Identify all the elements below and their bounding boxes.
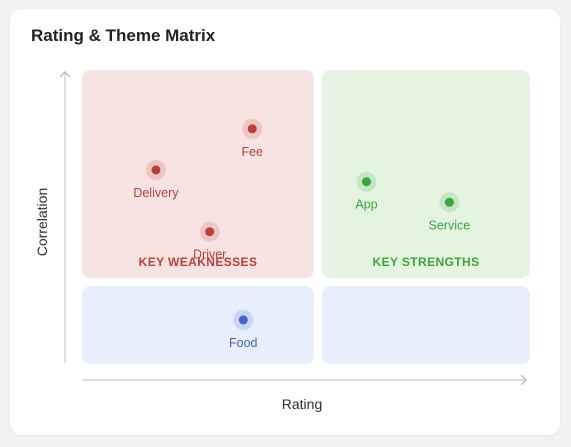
point-marker xyxy=(238,315,248,325)
data-point-fee[interactable]: Fee xyxy=(241,118,263,159)
data-point-delivery[interactable]: Delivery xyxy=(133,159,179,200)
data-point-app[interactable]: App xyxy=(355,171,378,212)
point-marker xyxy=(444,197,454,207)
point-marker xyxy=(151,165,161,175)
quadrant-bottom-right xyxy=(322,286,530,364)
quadrant-top-left xyxy=(82,70,314,278)
x-axis-label: Rating xyxy=(282,396,322,412)
point-marker xyxy=(205,227,215,237)
quadrant-bottom-left xyxy=(82,286,314,364)
data-point-food[interactable]: Food xyxy=(229,309,258,350)
point-label: Fee xyxy=(241,145,263,159)
point-label: Driver xyxy=(193,248,226,262)
point-label: Food xyxy=(229,336,258,350)
point-marker xyxy=(247,124,257,134)
data-point-driver[interactable]: Driver xyxy=(193,221,226,262)
point-label: Delivery xyxy=(133,186,179,200)
point-label: Service xyxy=(429,218,471,232)
point-marker xyxy=(361,177,371,187)
quadrant-label: KEY STRENGTHS xyxy=(373,255,480,269)
chart-title: Rating & Theme Matrix xyxy=(31,26,216,45)
y-axis-label: Correlation xyxy=(34,188,50,256)
quadrant-top-right xyxy=(322,70,530,278)
point-label: App xyxy=(355,198,377,212)
quadrant-label: KEY WEAKNESSES xyxy=(139,255,258,269)
data-point-service[interactable]: Service xyxy=(429,192,471,232)
